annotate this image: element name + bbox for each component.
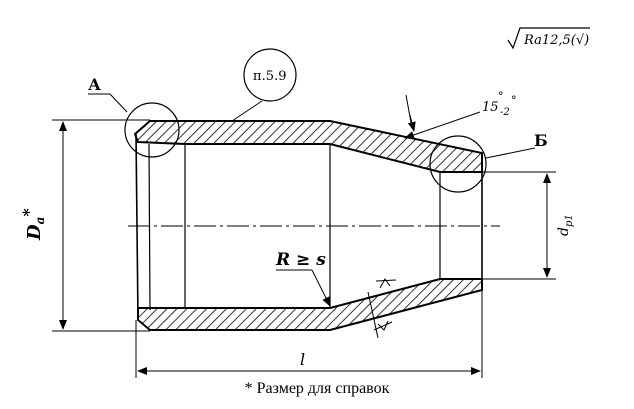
outer-diameter-star: * [19, 208, 38, 217]
svg-text:Da*: Da* [19, 208, 47, 241]
upper-wall [133, 120, 483, 173]
angle-degree-1: ° [498, 90, 504, 103]
detail-a-circle [124, 102, 180, 158]
inner-diameter-sub: p1 [564, 214, 575, 227]
outer-diameter-label: D [24, 224, 45, 241]
zone-a-label: А [88, 75, 101, 94]
radius-label: R ≥ s [275, 250, 326, 270]
zone-b-label: Б [534, 131, 548, 150]
inner-diameter-dimension: dp1 [482, 171, 575, 280]
ref-note-circle [243, 48, 297, 102]
detail-b-circle [429, 135, 487, 193]
roughness-symbol: Ra12,5(√) [507, 27, 590, 50]
ref-note-text: п.5.9 [253, 69, 286, 84]
radius-annotation: R ≥ s [275, 250, 331, 307]
angle-main: 15 [482, 100, 499, 115]
outer-diameter-dimension: Da* [19, 119, 150, 332]
outer-diameter-sub: a [33, 217, 47, 225]
angle-degree-2: ° [511, 94, 517, 107]
length-label: l [300, 350, 305, 369]
lower-wall [137, 278, 483, 331]
length-dimension: l [135, 279, 483, 378]
angle-annotation: 15 ° -2 ° [404, 90, 517, 139]
footnote: * Размер для справок [244, 380, 390, 397]
angle-tolerance: -2 [500, 107, 510, 118]
svg-text:dp1: dp1 [556, 214, 575, 236]
wall-thickness-marks [367, 278, 397, 339]
roughness-text: Ra12,5(√) [523, 33, 589, 48]
inner-diameter-label: d [556, 227, 572, 236]
